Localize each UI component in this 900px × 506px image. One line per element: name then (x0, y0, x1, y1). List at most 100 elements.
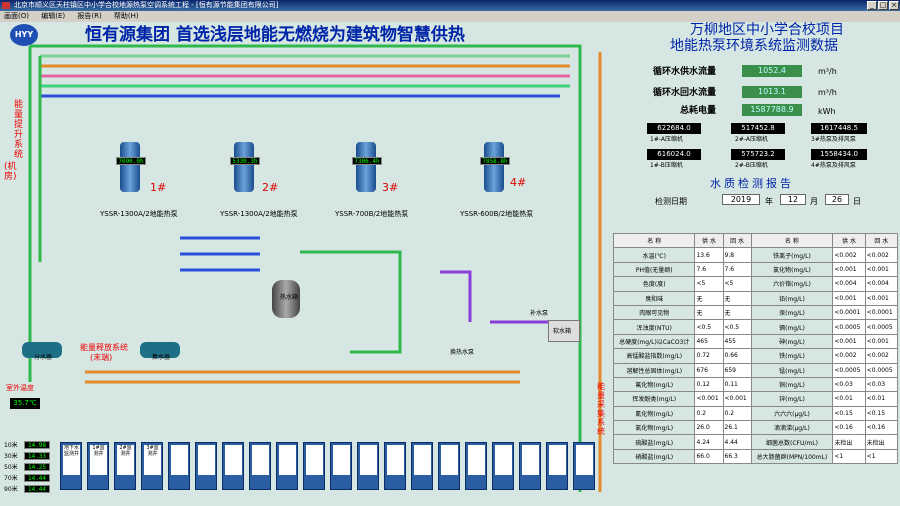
depth-label: 90米 (4, 486, 18, 493)
table-cell: 溶解性总固体(mg/L) (612, 362, 696, 378)
geo-header (85, 370, 520, 384)
geothermal-well[interactable] (384, 442, 406, 490)
return-flow-unit: m³/h (818, 88, 837, 97)
table-cell: <0.0005 (864, 362, 899, 378)
table-cell: <0.002 (864, 247, 899, 263)
table-cell: 0.72 (694, 348, 724, 364)
meter-2a: 517452.8 (731, 123, 785, 134)
table-cell: 未检出 (864, 434, 899, 450)
menu-bar: 画面(O) 编辑(E) 报告(R) 帮助(H) (0, 11, 900, 22)
table-cell: 回 水 (864, 232, 899, 249)
page-title: 恒有源集团 首选浅层地能无燃烧为建筑物智慧供热 (85, 25, 465, 45)
table-cell: <1 (864, 448, 899, 465)
table-row: 臭和味无无铅(mg/L)<0.001<0.001 (612, 290, 899, 306)
terminal-paren-label: (末端) (90, 353, 113, 362)
menu-item-help[interactable]: 帮助(H) (113, 12, 139, 20)
heat-pump-1-model: YSSR-1300A/2地能热泵 (100, 210, 178, 218)
soft-water-tank-label: 软水箱 (553, 328, 572, 335)
meter-1a: 622684.0 (647, 123, 701, 134)
geothermal-well[interactable] (411, 442, 433, 490)
well-label (225, 445, 242, 475)
geothermal-well[interactable] (222, 442, 244, 490)
table-cell: 0.11 (722, 376, 752, 393)
table-cell: 六六六(μg/L) (750, 405, 834, 422)
geothermal-well[interactable] (276, 442, 298, 490)
well-label: 1#监测井 (90, 445, 107, 475)
geothermal-well[interactable] (303, 442, 325, 490)
hot-water-tank[interactable] (272, 280, 300, 318)
heat-pump-4-hours: 7858.8h (480, 157, 510, 165)
report-month[interactable]: 12 (780, 194, 806, 205)
geothermal-well[interactable] (357, 442, 379, 490)
geothermal-well[interactable] (492, 442, 514, 490)
heat-pump-1[interactable] (120, 142, 140, 192)
geothermal-well[interactable]: 3#监测井 (141, 442, 163, 490)
menu-item-edit[interactable]: 编辑(E) (41, 12, 66, 20)
heat-pump-1-name: 1# (150, 181, 167, 194)
well-label (306, 445, 323, 475)
table-cell: 26.1 (722, 420, 752, 436)
heat-pump-4-model: YSSR-600B/2地能热泵 (460, 210, 534, 218)
app-icon (2, 2, 10, 9)
geothermal-well[interactable] (249, 442, 271, 490)
table-cell: 总大肠菌群(MPN/100mL) (750, 448, 834, 465)
well-label (495, 445, 512, 475)
geothermal-well[interactable] (573, 442, 595, 490)
well-label (441, 445, 458, 475)
report-day-unit: 日 (853, 197, 861, 206)
well-label (414, 445, 431, 475)
table-cell: 锌(mg/L) (750, 391, 834, 407)
meter-1b-label: 1#-B压缩机 (650, 162, 683, 169)
geothermal-well[interactable] (465, 442, 487, 490)
table-cell: <5 (722, 276, 752, 292)
geothermal-well[interactable]: 1#监测井 (87, 442, 109, 490)
menu-item-report[interactable]: 报告(R) (77, 12, 102, 20)
table-cell: <0.03 (832, 376, 866, 393)
menu-item-view[interactable]: 画面(O) (4, 12, 29, 20)
well-label (522, 445, 539, 475)
heat-pump-2[interactable] (234, 142, 254, 192)
minimize-button[interactable]: _ (867, 1, 877, 10)
terminal-system-label: 能量释放系统 (80, 343, 128, 352)
table-cell: 66.0 (694, 448, 724, 465)
heat-pump-3-name: 3# (382, 181, 399, 194)
geothermal-well[interactable] (546, 442, 568, 490)
table-cell: 无 (722, 304, 752, 321)
table-cell: 26.0 (694, 420, 724, 436)
table-cell: 无 (722, 290, 752, 306)
heat-pump-3[interactable] (356, 142, 376, 192)
close-button[interactable]: × (889, 1, 899, 10)
depth-temp: 14.33 (24, 452, 50, 460)
geothermal-well[interactable] (438, 442, 460, 490)
geothermal-well[interactable] (519, 442, 541, 490)
heat-pump-4[interactable] (484, 142, 504, 192)
return-flow-label: 循环水回水流量 (653, 88, 717, 98)
report-year[interactable]: 2019 (722, 194, 760, 205)
table-cell: 高锰酸盐指数(mg/L) (612, 348, 696, 364)
water-collector[interactable] (140, 342, 180, 358)
table-cell: 465 (694, 333, 724, 350)
table-cell: 未检出 (832, 434, 866, 450)
soft-water-tank[interactable] (548, 320, 580, 342)
table-cell: 铜(mg/L) (750, 376, 834, 393)
well-label (468, 445, 485, 475)
well-label (576, 445, 593, 475)
table-cell: 滴滴涕(μg/L) (750, 420, 834, 436)
table-cell: 氰化物(mg/L) (612, 405, 696, 422)
table-cell: 挥发酚类(mg/L) (612, 391, 696, 407)
geothermal-well[interactable]: 地下水监测井 (60, 442, 82, 490)
geothermal-well[interactable] (168, 442, 190, 490)
water-divider[interactable] (22, 342, 62, 358)
table-cell: 硝酸盐(mg/L) (612, 448, 696, 465)
report-day[interactable]: 26 (825, 194, 849, 205)
geothermal-well[interactable]: 2#监测井 (114, 442, 136, 490)
geothermal-well[interactable] (195, 442, 217, 490)
maximize-button[interactable]: □ (878, 1, 888, 10)
geothermal-well[interactable] (330, 442, 352, 490)
well-label (198, 445, 215, 475)
table-cell: 铁(mg/L) (750, 348, 834, 364)
